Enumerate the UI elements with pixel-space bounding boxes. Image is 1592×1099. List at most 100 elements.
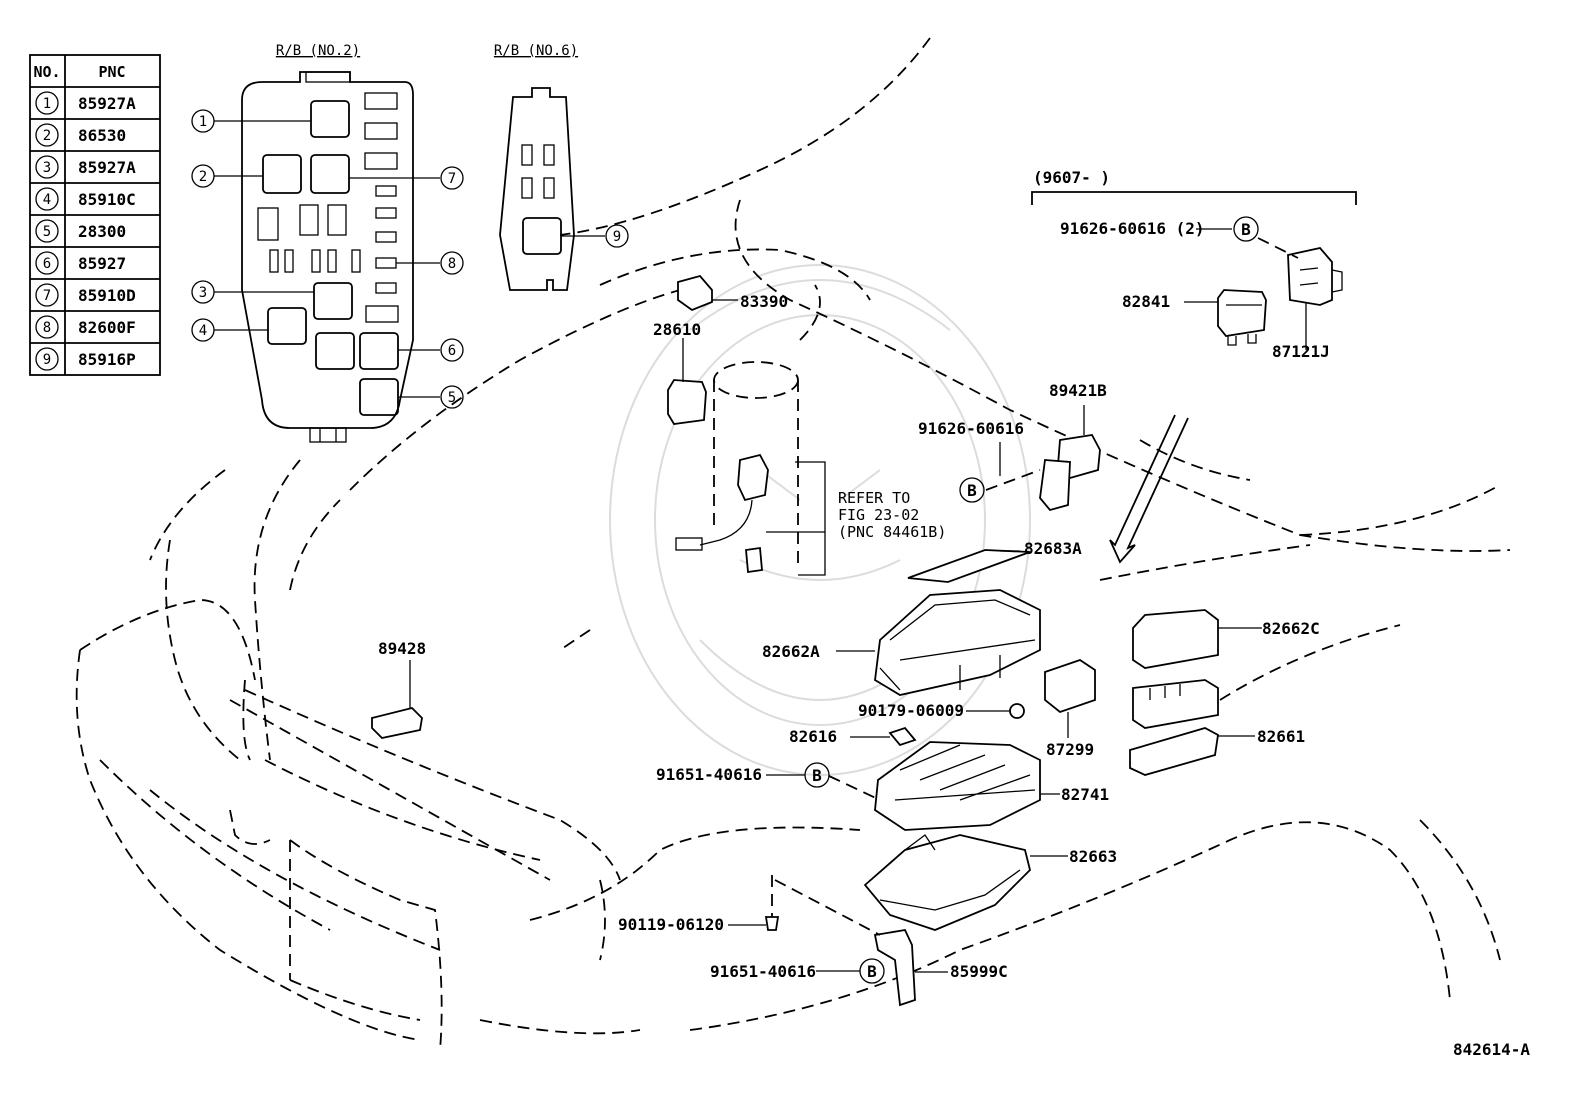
label-82841: 82841 bbox=[1122, 292, 1170, 311]
row-number-circle bbox=[35, 251, 59, 275]
row-number: 2 bbox=[43, 128, 51, 144]
label-89421b: 89421B bbox=[1049, 381, 1107, 400]
row-pnc: 85927A bbox=[78, 94, 136, 113]
label-82663: 82663 bbox=[1069, 847, 1117, 866]
row-number-circle bbox=[35, 91, 59, 115]
rb6-title: R/B (NO.6) bbox=[494, 43, 578, 59]
table-header-no: NO. bbox=[33, 63, 60, 81]
row-number: 6 bbox=[43, 256, 51, 272]
label-91626-60616: 91626-60616 bbox=[918, 419, 1024, 438]
part-82662a-cover bbox=[836, 589, 1041, 696]
svg-text:2: 2 bbox=[199, 169, 207, 185]
row-number: 4 bbox=[43, 192, 51, 208]
svg-text:9: 9 bbox=[613, 229, 621, 245]
part-89428-sensor bbox=[371, 660, 423, 739]
svg-text:B: B bbox=[967, 481, 977, 500]
row-number-circle bbox=[35, 123, 59, 147]
part-87121j-bracket bbox=[1257, 237, 1343, 350]
label-90179-06009: 90179-06009 bbox=[858, 701, 964, 720]
row-pnc: 85927 bbox=[78, 254, 126, 273]
refer-note-line-2: FIG 23-02 bbox=[838, 506, 919, 524]
part-89421b-bracket bbox=[985, 405, 1101, 512]
table-header-pnc: PNC bbox=[98, 63, 125, 81]
svg-text:4: 4 bbox=[199, 323, 207, 339]
row-number: 1 bbox=[43, 96, 51, 112]
label-28610: 28610 bbox=[653, 320, 701, 339]
part-28610-relay bbox=[667, 338, 707, 425]
callout-b-89421b: B bbox=[959, 477, 985, 503]
svg-text:B: B bbox=[812, 766, 822, 785]
row-number: 9 bbox=[43, 352, 51, 368]
svg-text:1: 1 bbox=[199, 114, 207, 130]
callout-b-85999c: B bbox=[859, 958, 885, 984]
svg-text:7: 7 bbox=[448, 171, 456, 187]
label-82662c: 82662C bbox=[1262, 619, 1320, 638]
label-82683a: 82683A bbox=[1024, 539, 1082, 558]
label-82662a: 82662A bbox=[762, 642, 820, 661]
rb2-callout-4: 4 bbox=[191, 318, 215, 342]
label-90119-06120: 90119-06120 bbox=[618, 915, 724, 934]
part-82683a-label-sheet bbox=[907, 549, 1031, 583]
date-range-bracket: (9607- ) bbox=[1031, 168, 1357, 205]
row-number-circle bbox=[35, 283, 59, 307]
refer-note-line-3: (PNC 84461B) bbox=[838, 523, 946, 541]
part-82616-clip bbox=[850, 726, 917, 747]
row-pnc: 86530 bbox=[78, 126, 126, 145]
row-pnc: 85910C bbox=[78, 190, 136, 209]
part-84461b-sensor-wire bbox=[675, 284, 826, 576]
pnc-table: NO. PNC 1 85927A 2 86530 3 85927A 4 85910C 5 2830… bbox=[29, 54, 161, 376]
part-82661-tray bbox=[1129, 727, 1255, 776]
table-row: 2 86530 bbox=[35, 123, 126, 147]
row-pnc: 28300 bbox=[78, 222, 126, 241]
rb2-callout-5: 5 bbox=[440, 385, 464, 409]
part-90179-nut bbox=[966, 703, 1025, 719]
svg-text:B: B bbox=[867, 962, 877, 981]
label-85999c: 85999C bbox=[950, 962, 1008, 981]
label-82616: 82616 bbox=[789, 727, 837, 746]
row-number-circle bbox=[35, 347, 59, 371]
rb2-callout-1: 1 bbox=[191, 109, 215, 133]
row-number: 8 bbox=[43, 320, 51, 336]
label-91651-40616-a: 91651-40616 bbox=[656, 765, 762, 784]
relay-block-no2: R/B (NO.2) bbox=[191, 43, 464, 443]
date-range-label: (9607- ) bbox=[1033, 168, 1110, 187]
rb2-callout-2: 2 bbox=[191, 164, 215, 188]
part-85999c-bracket bbox=[774, 879, 948, 1007]
refer-note-line-1: REFER TO bbox=[838, 489, 910, 507]
label-87299: 87299 bbox=[1046, 740, 1094, 759]
row-number-circle bbox=[35, 187, 59, 211]
part-82663-lower-case bbox=[863, 834, 1068, 931]
callout-b-top: B bbox=[1233, 216, 1259, 242]
label-91651-40616-b: 91651-40616 bbox=[710, 962, 816, 981]
part-90119-bolt bbox=[728, 875, 780, 931]
label-91626-60616-2: 91626-60616 (2) bbox=[1060, 219, 1205, 238]
row-number: 5 bbox=[43, 224, 51, 240]
rb2-callout-7: 7 bbox=[440, 166, 464, 190]
svg-text:6: 6 bbox=[448, 343, 456, 359]
row-pnc: 85916P bbox=[78, 350, 136, 369]
svg-text:5: 5 bbox=[448, 390, 456, 406]
table-row: 4 85910C bbox=[35, 187, 136, 211]
row-number: 7 bbox=[43, 288, 51, 304]
row-number: 3 bbox=[43, 160, 51, 176]
table-row: 6 85927 bbox=[35, 251, 126, 275]
table-row: 3 85927A bbox=[35, 155, 136, 179]
label-82741: 82741 bbox=[1061, 785, 1109, 804]
relay-block-no6: R/B (NO.6) 9 bbox=[494, 43, 629, 291]
label-89428: 89428 bbox=[378, 639, 426, 658]
label-83390: 83390 bbox=[740, 292, 788, 311]
svg-text:8: 8 bbox=[448, 256, 456, 272]
row-number-circle bbox=[35, 219, 59, 243]
rb2-callout-3: 3 bbox=[191, 280, 215, 304]
rb2-title: R/B (NO.2) bbox=[276, 43, 360, 59]
row-number-circle bbox=[35, 155, 59, 179]
table-row: 1 85927A bbox=[35, 91, 136, 115]
part-82841-relay bbox=[1217, 289, 1267, 346]
row-pnc: 85927A bbox=[78, 158, 136, 177]
row-pnc: 82600F bbox=[78, 318, 136, 337]
watermark-logo bbox=[609, 264, 1031, 776]
rb2-callout-8: 8 bbox=[440, 251, 464, 275]
part-82662c-cover bbox=[1132, 609, 1262, 669]
label-82661: 82661 bbox=[1257, 727, 1305, 746]
